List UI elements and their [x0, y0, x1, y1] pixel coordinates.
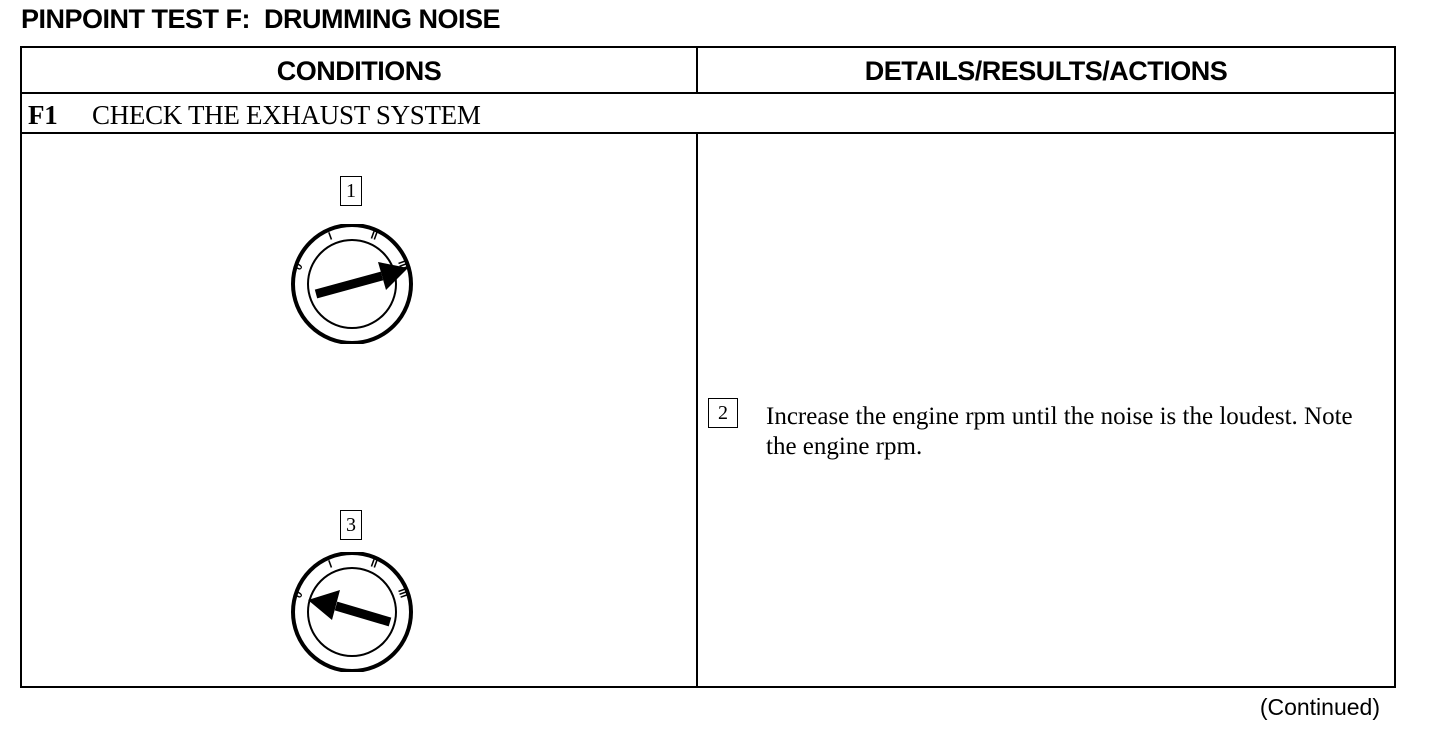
key-arrow-icon	[308, 590, 392, 627]
dial-label-0: 0	[292, 261, 305, 272]
key-arrow-icon	[314, 262, 408, 299]
step-row: F1 CHECK THE EXHAUST SYSTEM	[28, 96, 481, 134]
dial-label-3: III	[395, 587, 409, 600]
details-header: DETAILS/RESULTS/ACTIONS	[864, 56, 1228, 86]
dial-label-2: II	[369, 558, 379, 571]
detail-2-text: Increase the engine rpm until the noise …	[766, 403, 1353, 460]
body-column-divider	[696, 134, 698, 686]
header-column-divider	[696, 48, 698, 92]
condition-3-callout: 3	[340, 510, 362, 540]
conditions-header: CONDITIONS	[276, 56, 442, 86]
step-divider	[22, 132, 1394, 134]
header-divider	[22, 92, 1394, 94]
continued-note: (Continued)	[1259, 694, 1380, 720]
step-id: F1	[28, 100, 58, 130]
dial-label-1: I	[327, 558, 334, 570]
dial-label-0: 0	[292, 589, 305, 600]
dial-label-2: II	[369, 230, 379, 243]
page-title: PINPOINT TEST F: DRUMMING NOISE	[21, 4, 501, 34]
step-title: CHECK THE EXHAUST SYSTEM	[92, 100, 481, 130]
dial-label-1: I	[327, 230, 334, 242]
pinpoint-test-table: CONDITIONS DETAILS/RESULTS/ACTIONS F1 CHE…	[20, 46, 1396, 688]
ignition-switch-icon: 0 I II III	[291, 224, 413, 344]
ignition-switch-icon: 0 I II III	[291, 552, 413, 672]
condition-1-callout: 1	[340, 176, 362, 206]
detail-2-callout: 2	[708, 398, 738, 428]
